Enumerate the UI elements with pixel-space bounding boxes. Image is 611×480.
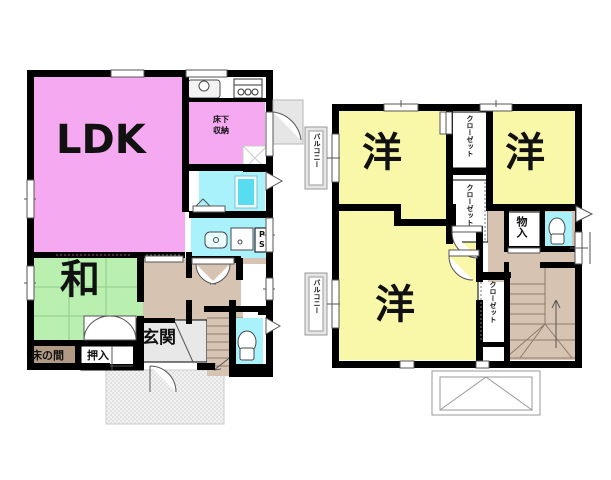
porch-roof [431,370,541,416]
floor1-window-strokes [26,69,274,301]
floor2-window-strokes [327,100,591,369]
room-genkan-fill [134,319,208,363]
kitchen-sink [187,79,221,99]
door-bath[interactable] [192,198,226,213]
closet-door-lines [480,182,486,340]
closet-upper-sash [439,111,453,135]
door-washroom[interactable] [191,257,235,285]
washing-machine-pan [230,227,254,251]
door-monoire[interactable] [507,247,541,254]
door-toilet-2[interactable] [575,205,594,223]
door-toilet-1[interactable] [265,317,282,335]
stair-direction-arrow-2 [551,299,561,348]
room-yoshitsu-nw-fill [338,110,446,210]
door-kitchen-exterior[interactable] [265,99,304,157]
door-bath-exterior[interactable] [265,171,284,191]
toilet-bowl-2 [548,217,566,245]
wash-basin [204,231,228,249]
stair-treads-2 [507,268,576,359]
gas-stove [233,78,263,99]
closet-upper [451,111,489,169]
washing-machine-drain [237,239,243,245]
genkan-inner-door[interactable] [174,321,194,363]
room-yoshitsu-ne-fill [493,110,576,206]
washitsu-fusuma[interactable] [83,315,137,341]
floor2-group [304,100,594,416]
basin-drain [213,237,219,243]
bathtub-inner [238,179,254,205]
genkan-entry-door[interactable] [149,365,177,393]
floor1-window-fills [27,70,273,300]
monoire-storage [507,211,541,249]
floor1-group [24,69,304,425]
door-hall-upper[interactable] [144,255,184,263]
room-ldk-fill [33,76,185,258]
door-yoshitsu-s[interactable] [448,249,480,281]
toilet-bowl-1 [237,330,257,361]
corridor-fill [143,258,191,320]
